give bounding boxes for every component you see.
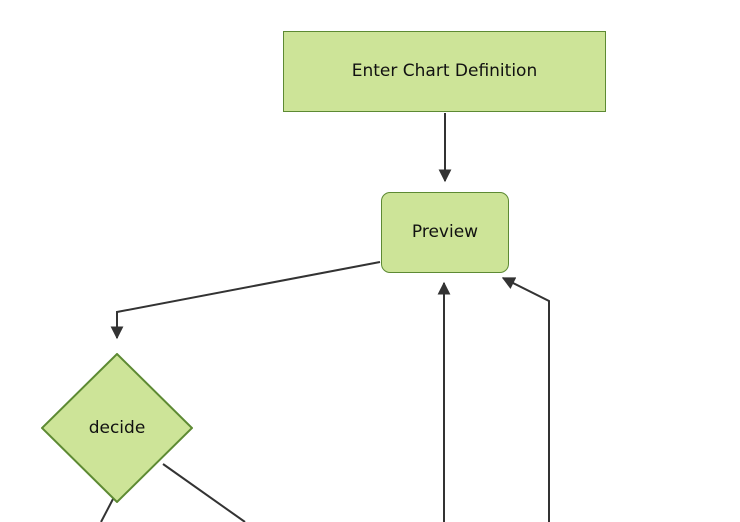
node-enter-chart-definition[interactable]: Enter Chart Definition: [283, 31, 606, 112]
edge-bottom-right-to-preview: [501, 277, 550, 522]
edge-preview-to-decide: [110, 261, 381, 340]
diamond-shape: [41, 353, 193, 503]
edge-decide-to-bottom-left: [100, 498, 114, 522]
node-label: Preview: [411, 222, 479, 243]
node-preview[interactable]: Preview: [381, 192, 509, 273]
edge-decide-to-bottom-right: [162, 463, 246, 522]
node-label: Enter Chart Definition: [351, 61, 538, 82]
node-decide[interactable]: decide: [41, 353, 193, 503]
